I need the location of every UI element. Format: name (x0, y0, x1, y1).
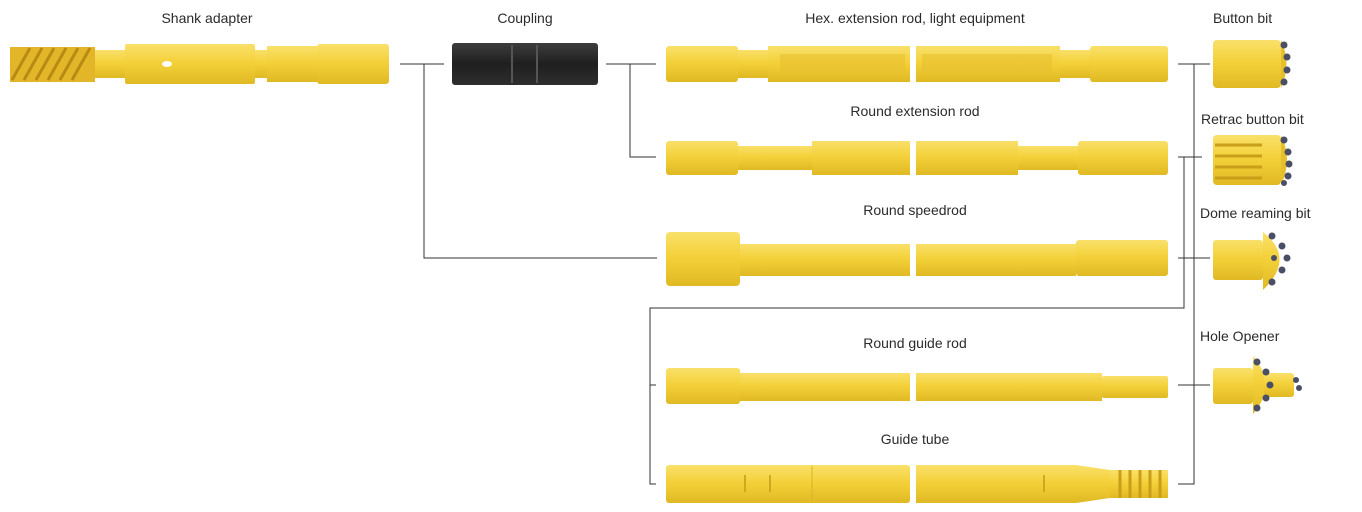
dome-reaming-bit-label: Dome reaming bit (1200, 205, 1311, 221)
guide-tube-label: Guide tube (880, 431, 950, 447)
round-guide-rod (666, 368, 1168, 404)
round-guide-rod-label: Round guide rod (863, 335, 967, 351)
hex-extension-rod-label: Hex. extension rod, light equipment (805, 10, 1025, 26)
hole-opener-label: Hole Opener (1200, 328, 1280, 344)
connector-shank-speedrod (423, 64, 657, 259)
button-bit (1213, 40, 1291, 88)
connector-guide-bracket (649, 157, 1185, 485)
guide-tube (666, 465, 1168, 503)
round-speedrod (666, 232, 1168, 286)
dome-reaming-bit (1213, 232, 1291, 290)
retrac-button-bit (1213, 135, 1293, 186)
round-extension-rod-label: Round extension rod (850, 103, 980, 119)
retrac-button-bit-label: Retrac button bit (1201, 111, 1304, 127)
coupling-label: Coupling (497, 10, 553, 26)
round-extension-rod (666, 141, 1168, 175)
rod-split-gaps (910, 40, 916, 508)
round-speedrod-label: Round speedrod (863, 202, 967, 218)
coupling (452, 43, 598, 85)
connector-coupling-round (629, 64, 656, 158)
connector-bit-bus (1178, 64, 1195, 485)
shank-adapter (10, 44, 389, 84)
connector-lines (400, 63, 1210, 485)
button-bit-label: Button bit (1213, 10, 1273, 26)
hex-extension-rod (666, 46, 1168, 82)
shank-adapter-label: Shank adapter (161, 10, 253, 26)
hole-opener (1213, 356, 1302, 414)
